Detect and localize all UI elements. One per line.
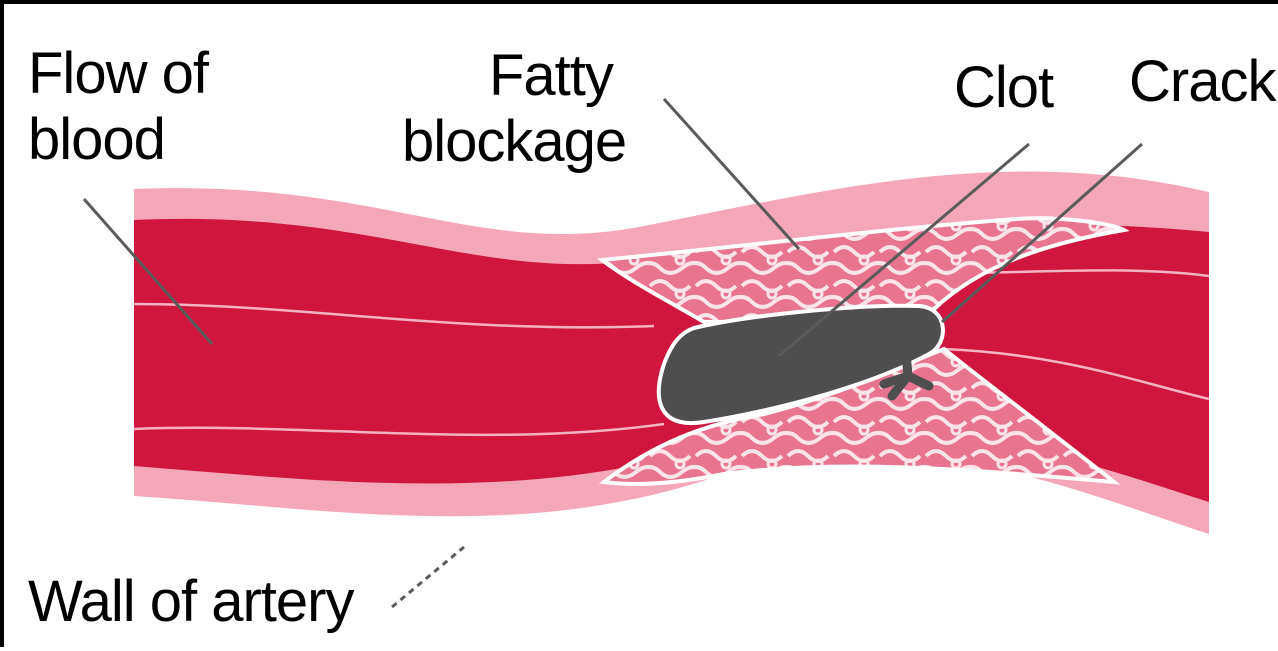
label-fatty-blockage-line2: blockage <box>402 110 626 174</box>
label-fatty-blockage-line1: Fatty <box>489 44 613 108</box>
label-wall-of-artery: Wall of artery <box>28 570 353 634</box>
leader-line-wall <box>392 547 464 607</box>
label-clot: Clot <box>954 56 1053 120</box>
label-crack: Crack <box>1129 50 1275 114</box>
label-flow-of-blood-line1: Flow of <box>28 42 208 106</box>
label-flow-of-blood-line2: blood <box>28 108 165 172</box>
